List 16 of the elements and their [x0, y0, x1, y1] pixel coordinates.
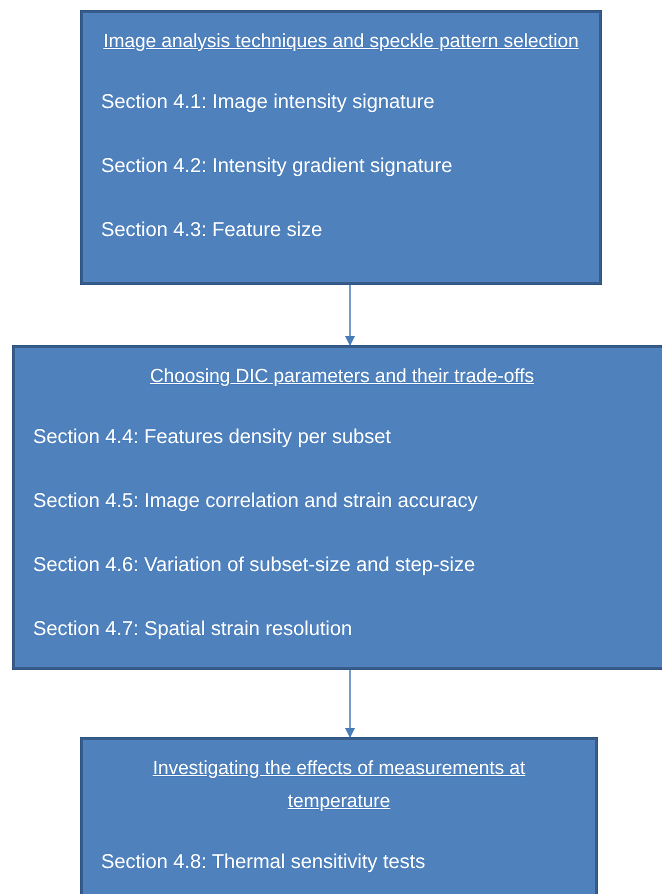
- process-box: [80, 10, 602, 285]
- section-item: Section 4.3: Feature size: [101, 218, 322, 243]
- section-item: Section 4.5: Image correlation and strain accuracy: [33, 489, 478, 514]
- section-item: Section 4.2: Intensity gradient signature: [101, 154, 452, 179]
- process-box: [12, 345, 662, 670]
- box-heading: Choosing DIC parameters and their trade-offs: [148, 365, 536, 389]
- section-item: Section 4.6: Variation of subset-size and step-size: [33, 553, 476, 578]
- arrow: [345, 670, 355, 738]
- process-box: [80, 737, 598, 894]
- section-item: Section 4.7: Spatial strain resolution: [33, 617, 352, 642]
- box-heading: Investigating the effects of measurements at temperature: [152, 757, 526, 814]
- section-item: Section 4.8: Thermal sensitivity tests: [101, 850, 426, 875]
- arrow: [345, 285, 355, 346]
- box-heading: Image analysis techniques and speckle pattern selection: [102, 30, 580, 54]
- section-item: Section 4.1: Image intensity signature: [101, 90, 435, 115]
- section-item: Section 4.4: Features density per subset: [33, 425, 391, 450]
